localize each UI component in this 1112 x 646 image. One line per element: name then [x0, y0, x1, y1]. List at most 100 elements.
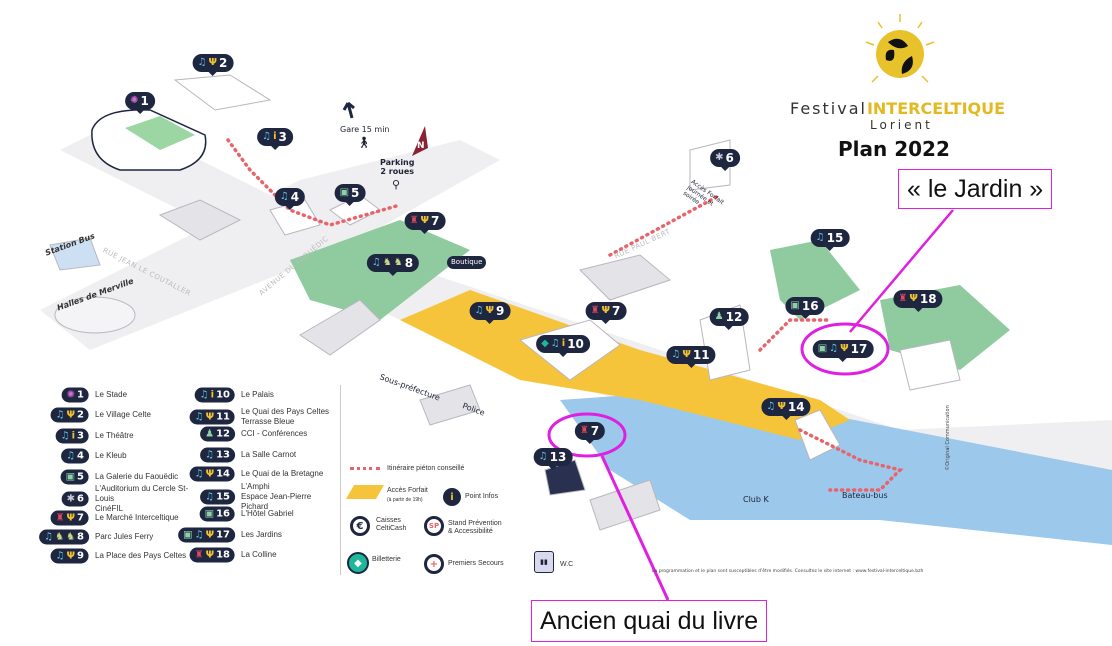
venue-marker-15[interactable]: ♫15 — [810, 229, 850, 251]
music-icon: ♫ — [199, 389, 209, 400]
info-icon: i — [210, 389, 215, 400]
music-icon: ♫ — [194, 411, 204, 422]
venue-marker-12[interactable]: ♟12 — [709, 308, 749, 330]
marker-number: 11 — [692, 348, 710, 362]
music-icon: ♫ — [671, 349, 681, 360]
legend-label: La Colline — [241, 550, 277, 559]
venue-marker-4[interactable]: ♫4 — [274, 188, 306, 210]
marker-number: 13 — [549, 450, 567, 464]
conf-icon: ♟ — [205, 428, 215, 439]
harbor-water — [560, 390, 1112, 545]
acces-forfait-zone — [400, 290, 850, 440]
food-icon: Ψ — [420, 215, 430, 226]
music-icon: ♫ — [194, 468, 204, 479]
expo-icon: ▣ — [790, 300, 800, 311]
acces-forfait-note: (à partir de 19h) — [387, 497, 423, 503]
legend-label: Le Palais — [241, 390, 274, 399]
legend-label: Le Kleub — [95, 451, 127, 460]
legend-badge-16: ▣16 — [199, 506, 235, 522]
venue-marker-7[interactable]: ♜7 — [574, 422, 606, 444]
legend-label: Le Quai des Pays Celtes Terrasse Bleue — [241, 407, 330, 426]
stand-label: Stand Prévention & Accessibilité — [448, 520, 502, 535]
info-icon: i — [273, 131, 277, 142]
gare-label: Gare 15 min — [340, 125, 390, 134]
ticket-icon: ◆ — [541, 338, 549, 349]
film-icon: ✱ — [66, 493, 76, 504]
road-coutaller — [40, 140, 500, 350]
legend-badge-6: ✱6 — [61, 491, 89, 507]
north-label: N — [417, 141, 425, 151]
food-icon: Ψ — [66, 550, 76, 561]
music-icon: ♫ — [766, 401, 776, 412]
marker-number: 17 — [850, 342, 868, 356]
venue-marker-5[interactable]: ▣5 — [334, 184, 366, 206]
credit-label: ©Original Communication — [944, 405, 951, 471]
venue-marker-1[interactable]: ✺1 — [125, 92, 155, 114]
legend-label: Le Quai de la Bretagne — [241, 469, 324, 478]
kid-icon: ♞ — [66, 531, 76, 542]
festival-logo — [858, 12, 942, 96]
food-icon: Ψ — [777, 401, 786, 412]
quai-livre-callout: Ancien quai du livre — [531, 600, 768, 642]
legend-label: La Salle Carnot — [241, 450, 297, 459]
footer-note: La programmation et le plan sont suscept… — [652, 569, 924, 574]
quai-livre-highlight — [547, 412, 627, 458]
venue-marker-8[interactable]: ♫♞♞8 — [366, 254, 420, 276]
legend-number: 7 — [77, 512, 84, 524]
market-icon: ♜ — [55, 512, 65, 523]
music-icon: ♫ — [197, 57, 207, 68]
legend-label: Les Jardins — [241, 530, 282, 539]
venue-marker-6[interactable]: ✱6 — [710, 149, 740, 171]
walk-icon: 🚶︎ — [357, 136, 371, 149]
billetterie-icon: ◆ — [347, 552, 369, 574]
marker-number: 6 — [725, 151, 734, 165]
marker-number: 4 — [290, 190, 300, 204]
music-icon: ♫ — [371, 257, 381, 268]
wc-label: W.C — [560, 561, 574, 568]
point-infos-label: Point Infos — [465, 493, 499, 500]
food-icon: Ψ — [208, 57, 218, 68]
festival-word: Festival — [790, 99, 867, 118]
music-icon: ♫ — [550, 338, 560, 349]
itinerary-swatch — [350, 467, 380, 470]
venue-marker-13[interactable]: ♫13 — [533, 448, 573, 470]
first-aid-icon: + — [424, 554, 444, 574]
marker-number: 5 — [351, 186, 360, 200]
legend-label: CCI - Conférences — [241, 429, 308, 438]
music-icon: ♫ — [474, 305, 484, 316]
legend-label: L'Hôtel Gabriel — [241, 509, 294, 518]
legend-number: 4 — [77, 450, 84, 462]
legend-label: Le Stade — [95, 390, 128, 399]
music-icon: ♫ — [538, 451, 548, 462]
legend-number: 11 — [216, 411, 230, 423]
food-icon: Ψ — [601, 305, 611, 316]
venue-marker-16[interactable]: ▣16 — [785, 297, 825, 319]
marker-number: 7 — [431, 214, 440, 228]
food-icon: Ψ — [205, 468, 215, 479]
stade-icon: ✺ — [66, 389, 76, 400]
music-icon: ♫ — [60, 430, 70, 441]
music-icon: ♫ — [279, 191, 289, 202]
legend-label: Le Théâtre — [95, 431, 134, 440]
stade-icon: ✺ — [130, 95, 139, 106]
expo-icon: ▣ — [204, 508, 215, 519]
festival-city: Lorient — [870, 118, 933, 132]
parking-label: Parking 2 roues — [380, 158, 415, 176]
food-icon: Ψ — [840, 343, 849, 354]
legend-number: 1 — [77, 389, 84, 401]
bike-icon: ⚲ — [392, 178, 401, 191]
itinerary-path — [226, 138, 904, 492]
